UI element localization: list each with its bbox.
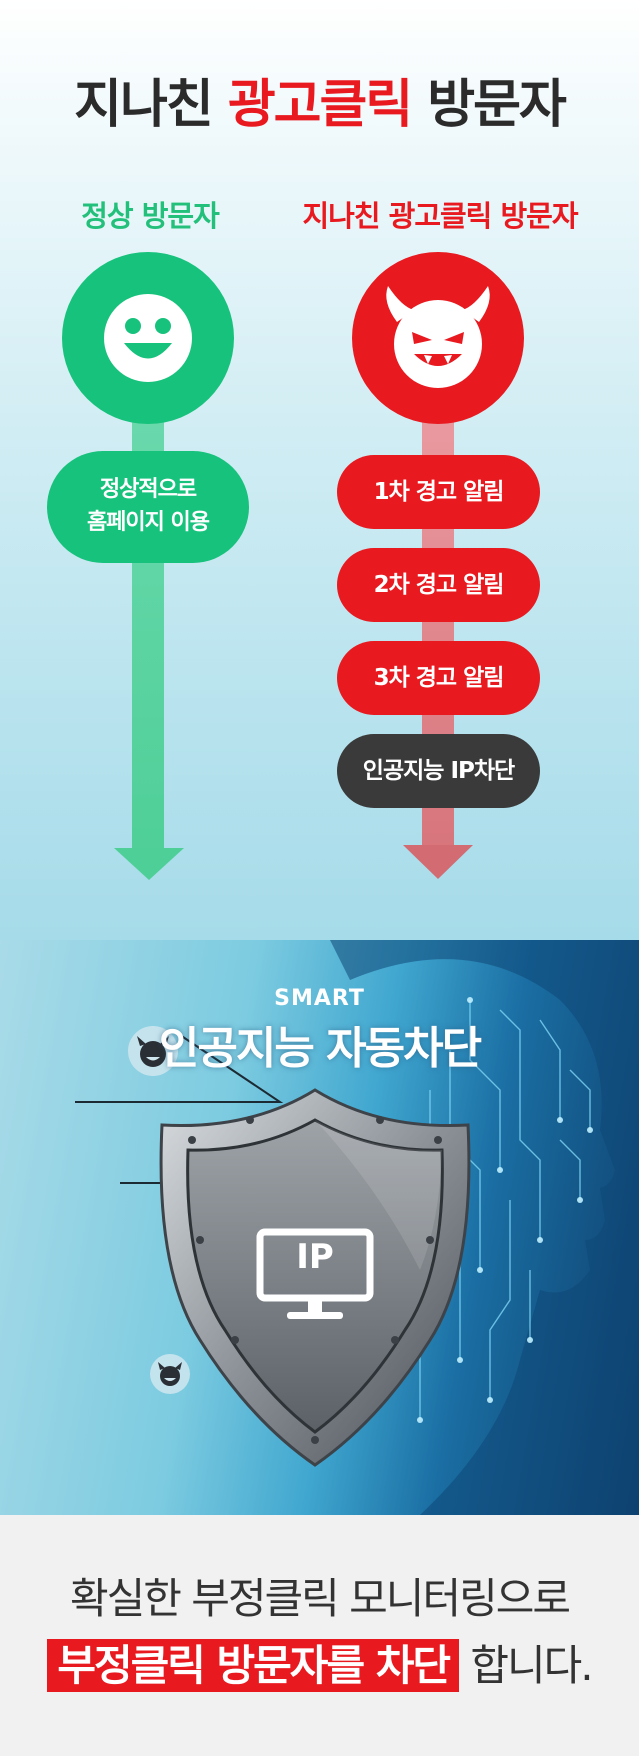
- title-highlight: 광고클릭: [227, 75, 413, 135]
- ai-block-banner: [0, 940, 639, 1515]
- footer-line2-rest: 합니다.: [470, 1641, 593, 1690]
- normal-visitor-circle: [62, 252, 234, 424]
- monitor-icon: [256, 1228, 374, 1319]
- footer-line1: 확실한 부정클릭 모니터링으로: [69, 1574, 571, 1623]
- shield-icon: [159, 1088, 471, 1467]
- devil-face-icon: [150, 1354, 190, 1394]
- normal-step-line2: 홈페이지 이용: [86, 510, 210, 535]
- smiley-face-icon: [104, 294, 192, 382]
- bad-arrow-head: [403, 845, 473, 879]
- footer-highlight: 부정클릭 방문자를 차단: [47, 1639, 459, 1692]
- warning-step-3: 3차 경고 알림: [337, 641, 540, 715]
- banner-title: 인공지능 자동차단: [158, 1023, 482, 1074]
- normal-visitor-label: 정상 방문자: [81, 199, 220, 233]
- page-title: 지나친 광고클릭 방문자: [0, 62, 639, 137]
- title-part2: 방문자: [427, 75, 567, 135]
- warning-step-1: 1차 경고 알림: [337, 455, 540, 529]
- footer-line2: 부정클릭 방문자를 차단 합니다.: [0, 1632, 639, 1693]
- footer-section: [0, 1515, 639, 1756]
- bad-visitor-label: 지나친 광고클릭 방문자: [302, 199, 579, 233]
- normal-arrow-head: [114, 848, 184, 880]
- shield-ip-label: IP: [296, 1237, 334, 1277]
- banner-eyebrow: SMART: [274, 986, 365, 1011]
- banner-illustration: [75, 940, 639, 1515]
- warning-step-2: 2차 경고 알림: [337, 548, 540, 622]
- devil-face-icon: [386, 286, 490, 388]
- ai-ip-block-step: 인공지능 IP차단: [337, 734, 540, 808]
- bad-visitor-circle: [352, 252, 524, 424]
- normal-step-line1: 정상적으로: [99, 477, 197, 502]
- devil-face-icon: [128, 1026, 178, 1076]
- title-part1: 지나친: [74, 75, 214, 135]
- normal-step-pill: 정상적으로 홈페이지 이용: [47, 451, 249, 563]
